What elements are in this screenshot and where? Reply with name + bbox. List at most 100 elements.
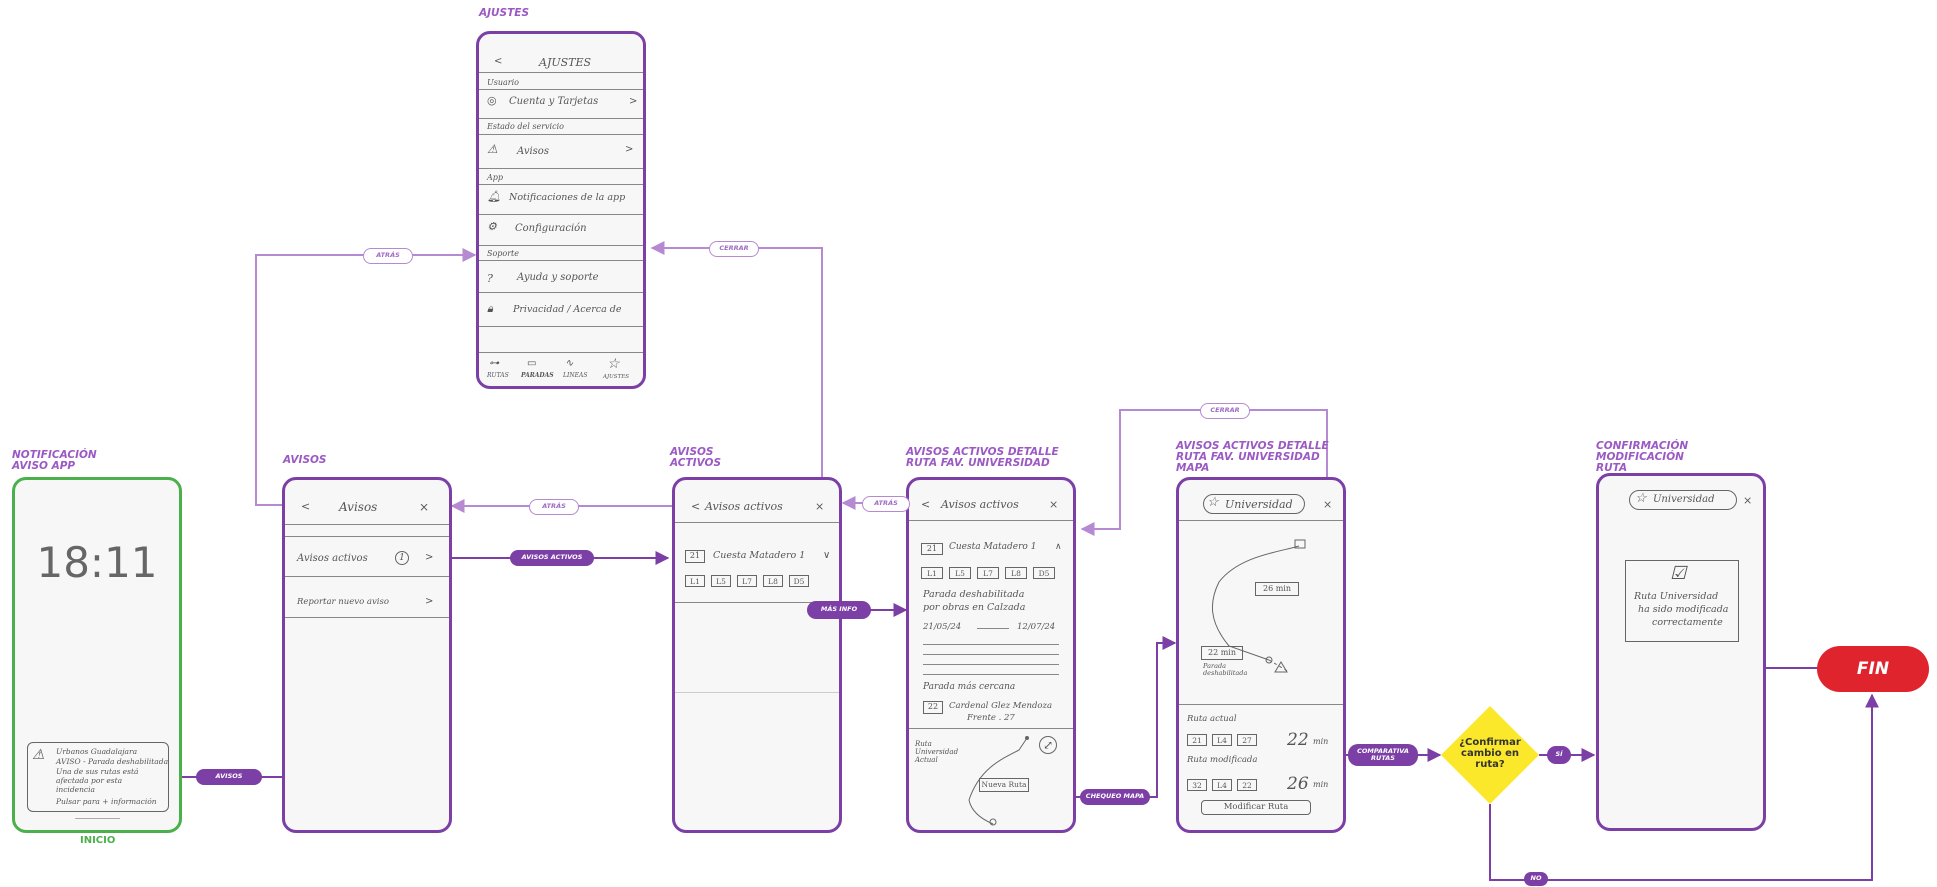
connector-label-mas-info: MÁS INFO bbox=[807, 601, 871, 619]
tab-paradas[interactable]: PARADAS bbox=[521, 372, 554, 379]
success-message: ha sido modificada bbox=[1638, 604, 1729, 615]
line-chip: L4 bbox=[1212, 779, 1232, 791]
close-icon[interactable]: × bbox=[1743, 494, 1753, 507]
stop-number: 21 bbox=[685, 550, 705, 563]
tab-lineas[interactable]: LINEAS bbox=[563, 372, 588, 379]
map-legend-line: Universidad bbox=[915, 748, 959, 756]
divider bbox=[1179, 520, 1343, 521]
incident-desc: Parada deshabilitada bbox=[923, 589, 1025, 600]
map-legend-line: Actual bbox=[915, 756, 938, 764]
map-legend-line: Ruta bbox=[915, 740, 932, 748]
chevron-up-icon[interactable]: ∧ bbox=[1055, 542, 1062, 552]
divider bbox=[479, 184, 643, 185]
modified-route-label: Ruta modificada bbox=[1187, 755, 1258, 765]
date-to: 12/07/24 bbox=[1017, 622, 1056, 632]
connector-label-no: NO bbox=[1524, 872, 1548, 886]
screen-confirm[interactable]: ☆ Universidad × ☑ Ruta Universidad ha si… bbox=[1596, 473, 1766, 831]
title-line: AVISOS ACTIVOS DETALLE bbox=[906, 446, 1059, 458]
actual-route-label: Ruta actual bbox=[1187, 714, 1237, 724]
title-avisos: AVISOS bbox=[283, 454, 327, 466]
screen-avisos[interactable]: < Avisos × Avisos activos 1 > Reportar n… bbox=[282, 477, 452, 833]
connector-label-avisos: AVISOS bbox=[196, 769, 262, 785]
text-placeholder bbox=[923, 664, 1059, 665]
star-icon: ☆ bbox=[607, 356, 620, 372]
divider bbox=[479, 134, 643, 135]
screen-mapa[interactable]: ☆ Universidad × 26 min 22 min Parada des… bbox=[1176, 477, 1346, 833]
stop-name[interactable]: Cuesta Matadero 1 bbox=[713, 550, 806, 561]
close-icon[interactable]: × bbox=[1323, 498, 1333, 511]
expand-icon[interactable]: ⤢ bbox=[1039, 736, 1057, 754]
modified-route-time: 26 bbox=[1287, 774, 1309, 794]
stop-icon: ▭ bbox=[527, 358, 537, 369]
divider bbox=[909, 520, 1073, 521]
divider bbox=[1179, 704, 1343, 705]
title-line: RUTA FAV. UNIVERSIDAD bbox=[906, 457, 1050, 469]
back-icon[interactable]: < bbox=[691, 500, 701, 513]
menu-item-avisos-activos[interactable]: Avisos activos bbox=[297, 553, 368, 564]
screen-detalle[interactable]: < Avisos activos × 21 Cuesta Matadero 1 … bbox=[906, 477, 1076, 833]
date-range-line bbox=[977, 628, 1009, 629]
line-chip: L8 bbox=[1005, 567, 1027, 579]
notification-text: afectada por esta bbox=[56, 776, 123, 785]
connector-label-line: RUTAS bbox=[1371, 754, 1395, 762]
chevron-right-icon: > bbox=[629, 96, 638, 107]
text-placeholder bbox=[923, 674, 1059, 675]
route-time-label: 26 min bbox=[1255, 582, 1299, 596]
lock-icon: 🔒︎ bbox=[487, 302, 493, 315]
route-map[interactable] bbox=[909, 730, 1073, 832]
screen-ajustes[interactable]: < AJUSTES Usuario ◎ Cuenta y Tarjetas > … bbox=[476, 31, 646, 389]
nearest-stop-name: Frente . 27 bbox=[967, 713, 1015, 723]
nearest-stop-name: Cardenal Glez Mendoza bbox=[949, 701, 1053, 711]
close-icon[interactable]: × bbox=[815, 500, 825, 513]
route-map[interactable] bbox=[1179, 522, 1343, 702]
connector-label-chequeo-mapa: CHEQUEO MAPA bbox=[1080, 789, 1150, 805]
menu-item-avisos[interactable]: Avisos bbox=[517, 146, 549, 157]
section-label: Usuario bbox=[487, 78, 519, 87]
actual-route-time: 22 bbox=[1287, 730, 1309, 750]
notification-text: incidencia bbox=[56, 785, 95, 794]
line-chip: D5 bbox=[1033, 567, 1055, 579]
end-node: FIN bbox=[1817, 646, 1929, 692]
title-activos: AVISOS ACTIVOS bbox=[670, 447, 721, 469]
line-chip: L7 bbox=[737, 575, 757, 587]
title-line: RUTA FAV. UNIVERSIDAD bbox=[1176, 451, 1320, 463]
close-icon[interactable]: × bbox=[419, 500, 430, 514]
chevron-right-icon: > bbox=[425, 552, 434, 563]
notification-card[interactable]: ⚠ Urbanos Guadalajara AVISO - Parada des… bbox=[27, 742, 169, 812]
menu-item-configuracion[interactable]: Configuración bbox=[515, 223, 587, 234]
screen-header: Avisos bbox=[339, 500, 378, 514]
menu-item-ayuda[interactable]: Ayuda y soporte bbox=[517, 272, 599, 283]
stop-name: Cuesta Matadero 1 bbox=[949, 542, 1037, 552]
menu-item-reportar[interactable]: Reportar nuevo aviso bbox=[297, 597, 389, 607]
screen-header: Universidad bbox=[1653, 494, 1715, 505]
lines-icon: ∿ bbox=[565, 358, 574, 369]
title-line: AVISOS ACTIVOS DETALLE bbox=[1176, 440, 1329, 452]
decision-line: ruta? bbox=[1475, 759, 1505, 770]
divider bbox=[479, 89, 643, 90]
screen-avisos-activos[interactable]: < Avisos activos × 21 Cuesta Matadero 1 … bbox=[672, 477, 842, 833]
decision-diamond bbox=[1441, 706, 1539, 804]
stop-number: 22 bbox=[923, 701, 943, 714]
menu-item-privacidad[interactable]: Privacidad / Acerca de bbox=[513, 304, 622, 315]
back-icon[interactable]: < bbox=[921, 498, 931, 511]
settings-icon: ⚙ bbox=[487, 220, 497, 233]
nearest-stop-title: Parada más cercana bbox=[923, 682, 1016, 692]
modify-route-button[interactable]: Modificar Ruta bbox=[1201, 800, 1311, 815]
title-line: CONFIRMACIÓN bbox=[1596, 440, 1689, 452]
line-chip: 22 bbox=[1237, 779, 1257, 791]
success-message: correctamente bbox=[1652, 617, 1723, 628]
menu-item-cuenta[interactable]: Cuenta y Tarjetas bbox=[509, 96, 599, 107]
menu-item-notificaciones[interactable]: Notificaciones de la app bbox=[509, 192, 626, 203]
tab-rutas[interactable]: RUTAS bbox=[487, 372, 509, 379]
screen-lock: 18:11 ⚠ Urbanos Guadalajara AVISO - Para… bbox=[12, 477, 182, 833]
map-legend: Ruta Universidad Actual bbox=[915, 740, 958, 764]
tab-ajustes[interactable]: AJUSTES bbox=[603, 374, 630, 380]
chevron-down-icon: ∨ bbox=[823, 550, 831, 561]
stop-note: Parada deshabilitada bbox=[1203, 663, 1247, 677]
edge-cerrar-ajustes bbox=[650, 241, 823, 492]
success-message: Ruta Universidad bbox=[1634, 591, 1719, 602]
close-icon[interactable]: × bbox=[1049, 498, 1059, 511]
back-icon[interactable]: < bbox=[494, 56, 503, 67]
title-line: MODIFICACIÓN bbox=[1596, 451, 1684, 463]
back-icon[interactable]: < bbox=[301, 500, 311, 513]
